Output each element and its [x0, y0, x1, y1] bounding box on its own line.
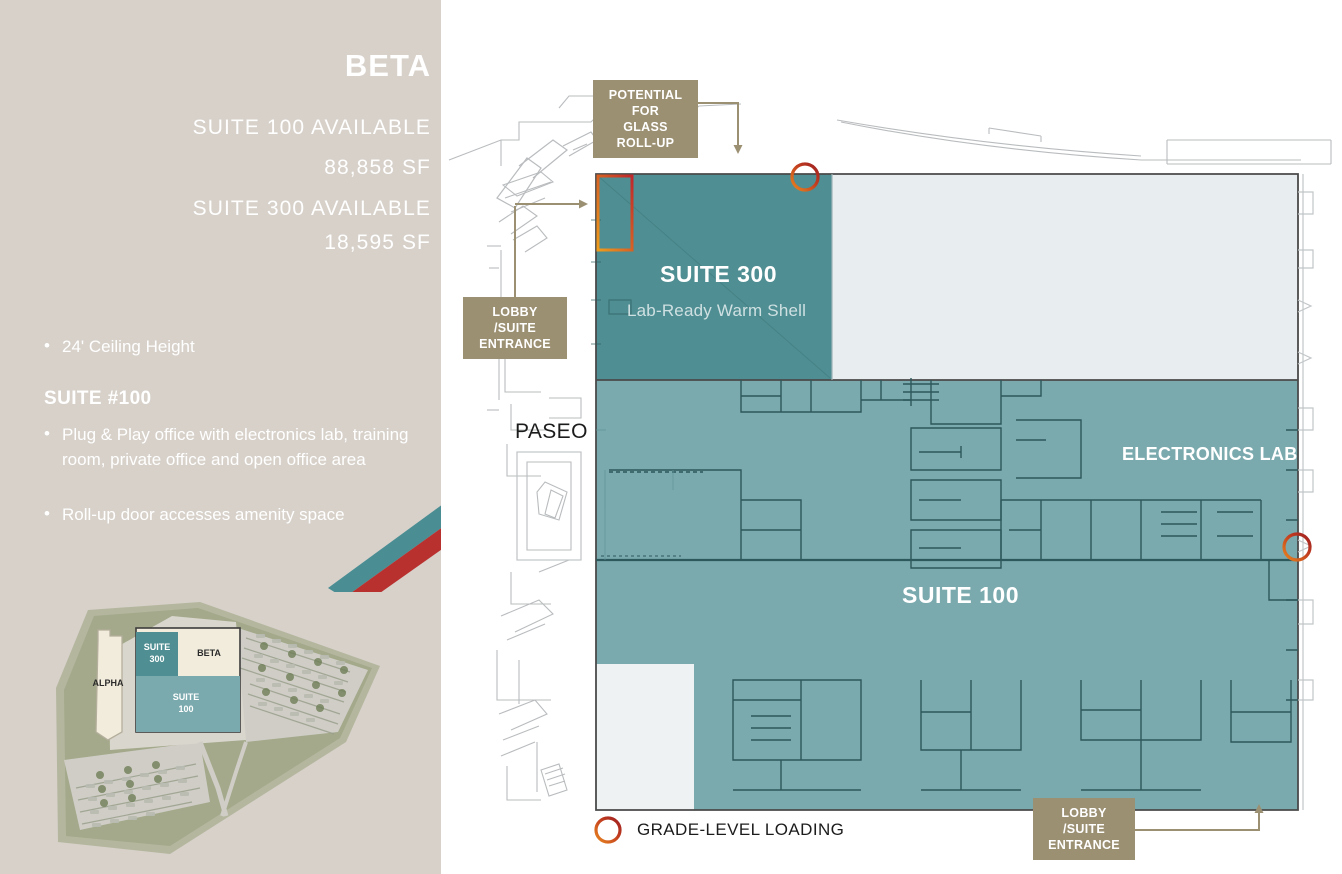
paseo-courtyard [516, 451, 582, 561]
legend: GRADE-LEVEL LOADING [593, 815, 844, 845]
bullet-roll-up-door: • Roll-up door accesses amenity space [44, 502, 411, 527]
availability-label-suite-300: SUITE 300 AVAILABLE [192, 197, 431, 220]
bullet-text: 24' Ceiling Height [62, 337, 195, 356]
floor-plan-drawing [448, 95, 1332, 831]
loading-bay-notch [596, 664, 694, 810]
bullet-dot-icon: • [44, 336, 50, 355]
suite-100-partitions [596, 378, 1298, 791]
page-title: BETA [344, 48, 431, 83]
diagonal-accent-ribbon [328, 505, 441, 610]
suite-100-ghost-partitions [596, 429, 674, 560]
callout-line-2: ENTRANCE [1048, 838, 1120, 852]
bullet-ceiling-height: • 24' Ceiling Height [44, 334, 411, 359]
availability-sf-suite-300: 18,595 SF [324, 231, 431, 254]
bullet-text: Plug & Play office with electronics lab,… [62, 425, 409, 469]
suite-300-partitions [591, 219, 632, 345]
lobby-entrance-highlight [596, 174, 634, 252]
siteplan-label-suite300-line1: SUITE [144, 642, 171, 652]
availability-label-suite-100: SUITE 100 AVAILABLE [192, 116, 431, 139]
bullet-plug-and-play: • Plug & Play office with electronics la… [44, 422, 411, 472]
grade-level-loading-marker-east [1282, 532, 1312, 562]
legend-label: GRADE-LEVEL LOADING [637, 820, 845, 839]
siteplan-label-suite100-line2: 100 [178, 704, 193, 714]
callout-lobby-entrance-left: LOBBY /SUITE ENTRANCE [463, 297, 567, 359]
availability-sf-suite-100: 88,858 SF [324, 156, 431, 179]
callout-glass-roll-up: POTENTIAL FOR GLASS ROLL-UP [593, 80, 698, 158]
bullet-dot-icon: • [44, 424, 50, 443]
right-exterior-jogs [1297, 174, 1314, 810]
callout-line-1: POTENTIAL FOR [608, 88, 683, 118]
suite-envelope-outline [595, 173, 1299, 811]
callout-line-1: LOBBY /SUITE [492, 305, 538, 335]
floor-plan-panel: POTENTIAL FOR GLASS ROLL-UP LOBBY /SUITE… [441, 0, 1342, 874]
grade-level-loading-icon [594, 816, 622, 844]
callout-line-2: GLASS ROLL-UP [616, 120, 675, 150]
grade-level-loading-marker-north [790, 162, 820, 192]
suite-100-heading: SUITE #100 [44, 388, 152, 409]
bullet-text: Roll-up door accesses amenity space [62, 505, 345, 524]
callout-leader-lines [514, 102, 1264, 831]
suite-100-fill [596, 380, 1298, 810]
callout-line-1: LOBBY /SUITE [1061, 806, 1107, 836]
vacant-space-block [832, 174, 1298, 380]
entry-canopy-linework [496, 131, 598, 209]
siteplan-label-suite100-line1: SUITE [173, 692, 200, 702]
aerial-site-plan: ALPHA SUITE 300 BETA SUITE 100 [50, 592, 422, 864]
leader-glass-roll-up [698, 102, 743, 154]
bullet-dot-icon: • [44, 504, 50, 523]
siteplan-label-alpha: ALPHA [93, 678, 124, 688]
siteplan-label-beta: BETA [197, 648, 221, 658]
info-sidebar: BETA SUITE 100 AVAILABLE 88,858 SF SUITE… [0, 0, 441, 874]
leader-lobby-bottom [1135, 804, 1264, 831]
callout-line-2: ENTRANCE [479, 337, 551, 351]
callout-lobby-entrance-bottom: LOBBY /SUITE ENTRANCE [1033, 798, 1135, 860]
siteplan-label-suite300-line2: 300 [149, 654, 164, 664]
